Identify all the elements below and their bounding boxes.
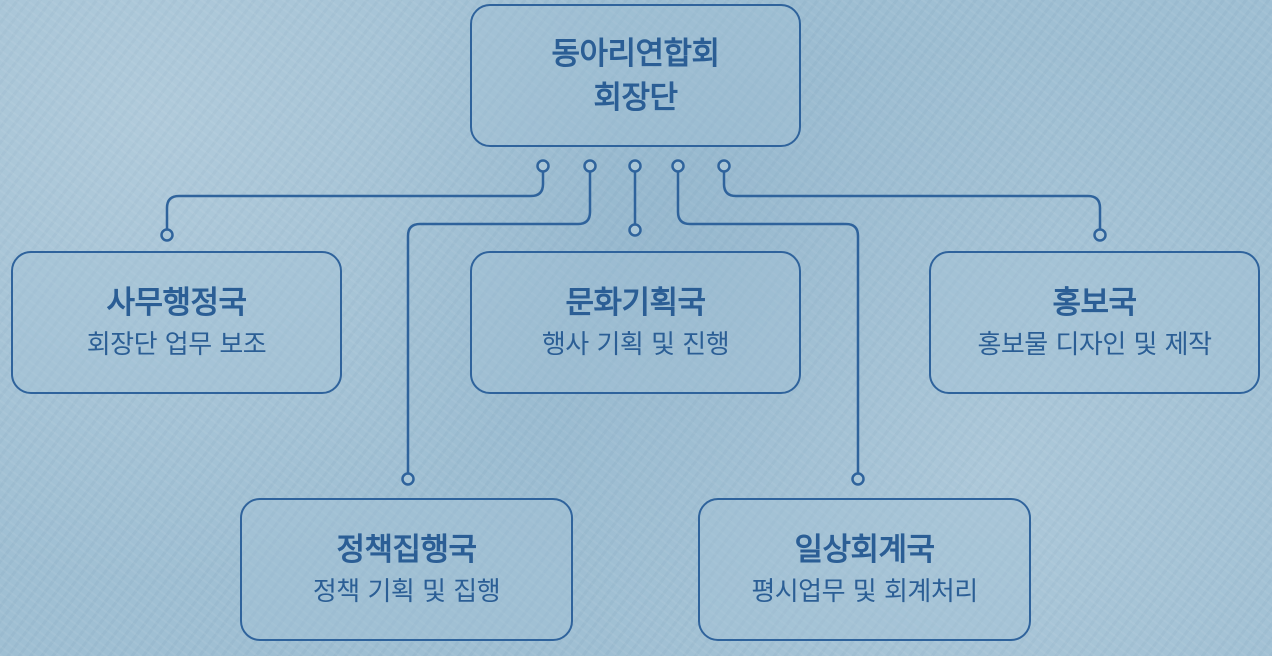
node-description: 홍보물 디자인 및 제작 bbox=[977, 329, 1212, 360]
connector-dot bbox=[671, 159, 685, 173]
connector-dot bbox=[717, 159, 731, 173]
connector-dot bbox=[583, 159, 597, 173]
node-title: 홍보국 bbox=[1052, 284, 1137, 321]
node-description: 회장단 업무 보조 bbox=[86, 329, 267, 360]
connector-daily bbox=[676, 166, 860, 480]
connector-dot bbox=[160, 228, 174, 242]
connector-dot bbox=[401, 472, 415, 486]
node-title: 동아리연합회 bbox=[551, 35, 720, 72]
connector-dot bbox=[628, 223, 642, 237]
node-title: 일상회계국 bbox=[794, 531, 935, 568]
node-culture-department: 문화기획국 행사 기획 및 진행 bbox=[470, 251, 801, 394]
connector-policy bbox=[406, 166, 592, 480]
connector-dot bbox=[536, 159, 550, 173]
node-description: 행사 기획 및 진행 bbox=[541, 329, 730, 360]
node-daily-accounting-department: 일상회계국 평시업무 및 회계처리 bbox=[698, 498, 1031, 641]
connector-pr bbox=[722, 166, 1102, 236]
node-title: 문화기획국 bbox=[565, 284, 706, 321]
node-admin-department: 사무행정국 회장단 업무 보조 bbox=[11, 251, 342, 394]
node-pr-department: 홍보국 홍보물 디자인 및 제작 bbox=[929, 251, 1260, 394]
node-title: 사무행정국 bbox=[106, 284, 247, 321]
connector-dot bbox=[851, 472, 865, 486]
node-title: 회장단 bbox=[593, 79, 678, 116]
node-policy-department: 정책집행국 정책 기획 및 집행 bbox=[240, 498, 573, 641]
node-description: 정책 기획 및 집행 bbox=[312, 576, 501, 607]
connector-admin bbox=[165, 166, 545, 236]
connector-dot bbox=[628, 159, 642, 173]
node-title: 정책집행국 bbox=[336, 531, 477, 568]
node-description: 평시업무 및 회계처리 bbox=[751, 576, 978, 607]
node-president-group: 동아리연합회 회장단 bbox=[470, 4, 801, 147]
connector-dot bbox=[1093, 228, 1107, 242]
